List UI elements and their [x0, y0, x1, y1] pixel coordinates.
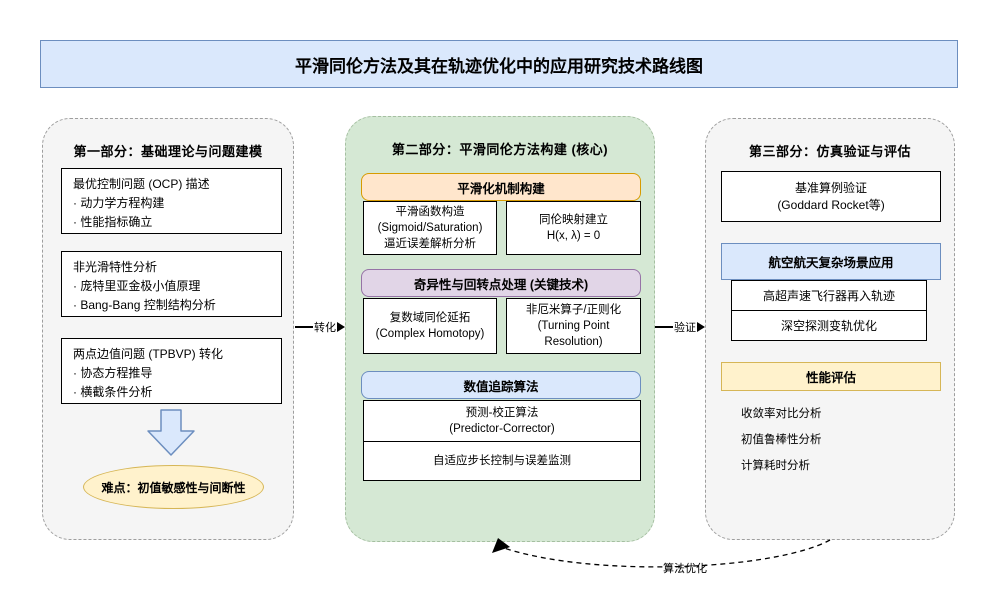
box-line: · 动力学方程构建	[73, 196, 165, 210]
turning-point-cell: 非厄米算子/正则化 (Turning Point Resolution)	[506, 298, 641, 354]
group-header-label: 奇异性与回转点处理 (关键技术)	[413, 277, 589, 292]
runtime-item: 计算耗时分析	[741, 460, 810, 472]
arrow-line	[295, 326, 313, 328]
cell-line: Resolution)	[544, 336, 603, 348]
cell-line: 预测-校正算法	[465, 407, 539, 419]
cell-line: 逼近误差解析分析	[384, 238, 476, 250]
cell-line: (Turning Point	[537, 320, 610, 332]
box-line: · 协态方程推导	[73, 366, 153, 380]
homotopy-mapping-cell: 同伦映射建立 H(x, λ) = 0	[506, 201, 641, 255]
tpbvp-box: 两点边值问题 (TPBVP) 转化 · 协态方程推导 · 横截条件分析	[61, 338, 282, 404]
transform-arrow: 转化	[295, 317, 345, 337]
difficulty-ellipse: 难点：初值敏感性与间断性	[83, 465, 264, 509]
cell-line: (Predictor-Corrector)	[449, 423, 555, 435]
group-header-label: 数值追踪算法	[463, 379, 539, 394]
cell-line: 平滑函数构造	[395, 206, 465, 218]
box-line: · 性能指标确立	[73, 215, 153, 229]
diagram-title: 平滑同伦方法及其在轨迹优化中的应用研究技术路线图	[295, 56, 703, 76]
arrow-line	[655, 326, 673, 328]
box-line: 最优控制问题 (OCP) 描述	[73, 177, 210, 191]
difficulty-label: 难点：初值敏感性与间断性	[101, 480, 246, 495]
box-line: 两点边值问题 (TPBVP) 转化	[73, 347, 224, 361]
box-line: 基准算例验证	[794, 180, 867, 195]
cell-line: (Complex Homotopy)	[375, 328, 485, 340]
cell-line: H(x, λ) = 0	[546, 230, 601, 242]
convergence-item: 收敛率对比分析	[741, 408, 822, 420]
group-header-label: 航空航天复杂场景应用	[768, 256, 894, 270]
part3-heading: 第三部分：仿真验证与评估	[748, 144, 911, 159]
group-header-label: 性能评估	[805, 371, 856, 385]
box-line: · Bang-Bang 控制结构分析	[73, 298, 216, 312]
diagram-title-bar: 平滑同伦方法及其在轨迹优化中的应用研究技术路线图	[40, 40, 958, 88]
smoothing-mechanism-header: 平滑化机制构建	[361, 173, 641, 201]
deep-space-box: 深空探测变轨优化	[731, 310, 927, 341]
box-line: 非光滑特性分析	[73, 260, 158, 274]
smooth-function-cell: 平滑函数构造 (Sigmoid/Saturation) 逼近误差解析分析	[363, 201, 497, 255]
transform-arrow-label: 转化	[314, 322, 336, 334]
box-line: 深空探测变轨优化	[780, 319, 877, 333]
feedback-curve	[492, 538, 831, 568]
part1-panel: 第一部分：基础理论与问题建模 最优控制问题 (OCP) 描述 · 动力学方程构建…	[42, 118, 294, 540]
cell-line: 复数域同伦延拓	[389, 312, 471, 324]
verify-arrow-label: 验证	[674, 322, 696, 334]
part1-heading: 第一部分：基础理论与问题建模	[73, 144, 263, 159]
robustness-item: 初值鲁棒性分析	[741, 434, 822, 446]
cell-line: 自适应步长控制与误差监测	[433, 455, 571, 467]
complex-homotopy-cell: 复数域同伦延拓 (Complex Homotopy)	[363, 298, 497, 354]
predictor-corrector-cell: 预测-校正算法 (Predictor-Corrector)	[363, 400, 641, 442]
part2-panel: 第二部分：平滑同伦方法构建 (核心) 平滑化机制构建 平滑函数构造 (Sigmo…	[345, 116, 655, 542]
feedback-label: 算法优化	[663, 563, 707, 575]
benchmark-box: 基准算例验证 (Goddard Rocket等)	[721, 171, 941, 222]
part2-heading: 第二部分：平滑同伦方法构建 (核心)	[391, 142, 609, 157]
singularity-header: 奇异性与回转点处理 (关键技术)	[361, 269, 641, 297]
adaptive-step-cell: 自适应步长控制与误差监测	[363, 441, 641, 481]
group-header-label: 平滑化机制构建	[457, 181, 545, 196]
part3-panel: 第三部分：仿真验证与评估 基准算例验证 (Goddard Rocket等) 航空…	[705, 118, 955, 540]
box-line: · 庞特里亚金极小值原理	[73, 279, 201, 293]
nonsmooth-analysis-box: 非光滑特性分析 · 庞特里亚金极小值原理 · Bang-Bang 控制结构分析	[61, 251, 282, 317]
down-block-arrow-icon	[147, 409, 195, 456]
box-line: (Goddard Rocket等)	[777, 197, 885, 212]
arrowhead-right-icon	[337, 322, 345, 332]
verify-arrow: 验证	[655, 317, 705, 337]
cell-line: (Sigmoid/Saturation)	[377, 222, 483, 234]
feedback-arrowhead-icon	[492, 538, 510, 553]
performance-header: 性能评估	[721, 362, 941, 391]
box-line: · 横截条件分析	[73, 385, 153, 399]
numerical-tracking-header: 数值追踪算法	[361, 371, 641, 399]
arrowhead-right-icon	[697, 322, 705, 332]
hypersonic-reentry-box: 高超声速飞行器再入轨迹	[731, 280, 927, 311]
cell-line: 非厄米算子/正则化	[525, 304, 622, 316]
aerospace-header: 航空航天复杂场景应用	[721, 243, 941, 280]
ocp-description-box: 最优控制问题 (OCP) 描述 · 动力学方程构建 · 性能指标确立	[61, 168, 282, 234]
box-line: 高超声速飞行器再入轨迹	[762, 289, 895, 303]
cell-line: 同伦映射建立	[539, 214, 608, 226]
